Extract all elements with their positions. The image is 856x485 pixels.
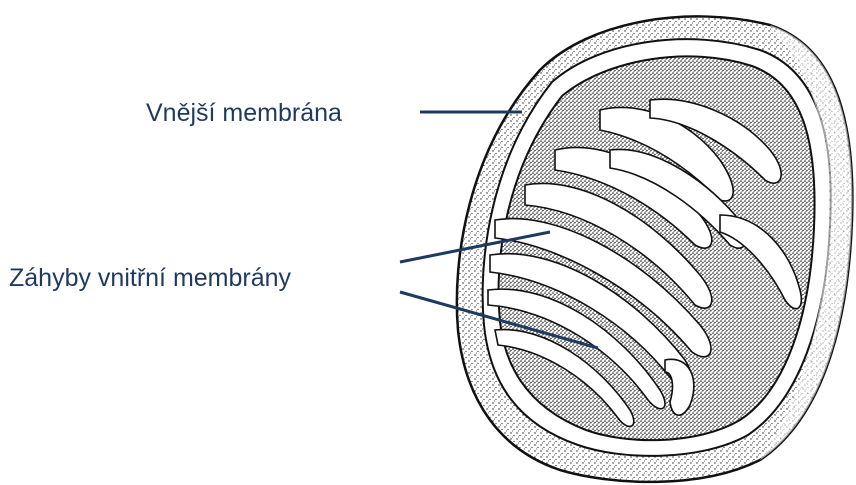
outer-membrane-label: Vnější membrána [146, 101, 342, 126]
inner-membrane-folds-label: Záhyby vnitřní membrány [9, 266, 291, 291]
